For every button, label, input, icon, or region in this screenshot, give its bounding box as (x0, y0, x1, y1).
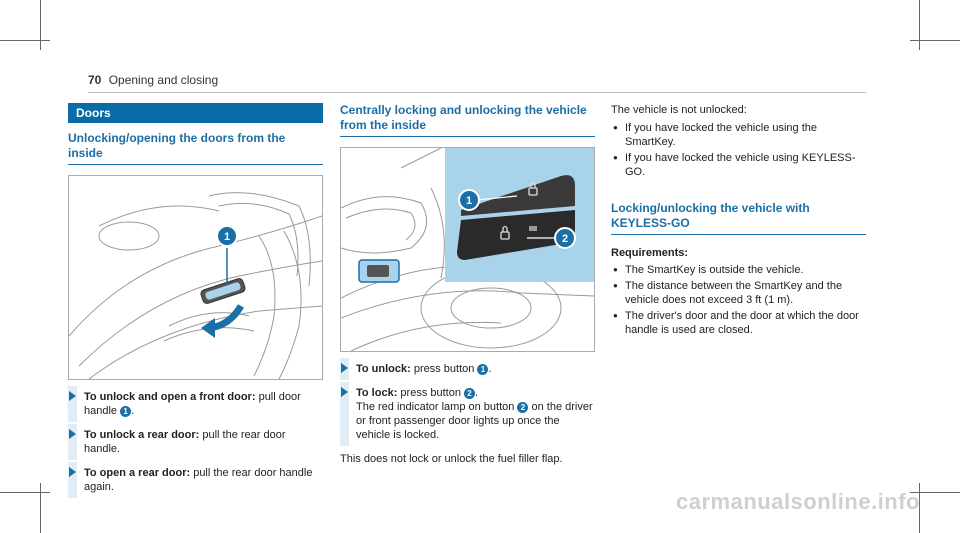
step-unlock: To unlock: press button 1. (340, 358, 595, 380)
door-interior-illustration: 1 (69, 192, 322, 379)
crop-mark (40, 483, 41, 533)
not-unlocked-intro: The vehicle is not unlocked: (611, 104, 747, 116)
page-number: 70 (88, 73, 102, 87)
step-text: pull the rear door handle again. (84, 467, 313, 493)
step-punct: . (488, 363, 492, 375)
arrow-icon (341, 387, 348, 397)
step-punct: . (475, 387, 479, 399)
step-text: press button (410, 363, 478, 375)
middle-column: Centrally locking and unlocking the vehi… (340, 103, 595, 466)
watermark: carmanualsonline.info (676, 489, 920, 514)
arrow-icon (69, 429, 76, 439)
step-text: pull the rear door handle. (84, 429, 286, 455)
step-detail: The red indicator lamp on button (356, 401, 518, 413)
section-name: Opening and closing (108, 73, 219, 87)
list-item: If you have locked the vehicle using the… (611, 121, 866, 149)
step-bold: To unlock: (356, 363, 411, 375)
not-unlocked-list: If you have locked the vehicle using the… (611, 121, 866, 179)
step-unlock-front: To unlock and open a front door: pull do… (68, 386, 323, 422)
crop-mark (910, 40, 960, 41)
requirements-label: Requirements: (611, 247, 689, 259)
figure-callout-1: 1 (466, 195, 472, 207)
doors-bar: Doors (68, 103, 323, 123)
step-text: pull door handle (84, 391, 301, 417)
crop-mark (0, 492, 50, 493)
crop-mark (919, 0, 920, 50)
step-open-rear: To open a rear door: pull the rear door … (68, 462, 323, 498)
arrow-icon (341, 363, 348, 373)
page-header: 70 Opening and closing (88, 73, 218, 87)
header-rule (88, 92, 866, 93)
callout-badge: 2 (464, 387, 476, 399)
central-lock-figure: 1 2 (340, 147, 595, 352)
crop-mark (0, 40, 50, 41)
step-bold: To unlock and open a front door: (84, 391, 256, 403)
figure-callout-1: 1 (224, 231, 230, 243)
step-lock: To lock: press button 2. The red indicat… (340, 382, 595, 446)
list-item: The distance between the SmartKey and th… (611, 279, 866, 307)
arrow-icon (69, 467, 76, 477)
middle-section-title: Centrally locking and unlocking the vehi… (340, 103, 595, 137)
crop-mark (40, 0, 41, 50)
step-detail: on the driver or front passenger door li… (356, 401, 593, 441)
fuel-flap-note: This does not lock or unlock the fuel fi… (340, 453, 563, 465)
right-column: The vehicle is not unlocked: If you have… (611, 103, 866, 337)
callout-badge: 2 (517, 401, 529, 413)
keyless-go-title: Locking/unlocking the vehicle with KEYLE… (611, 201, 866, 235)
left-section-title: Unlocking/opening the doors from the ins… (68, 131, 323, 165)
step-bold: To open a rear door: (84, 467, 191, 479)
crop-mark (919, 483, 920, 533)
list-item: The driver's door and the door at which … (611, 309, 866, 337)
list-item: If you have locked the vehicle using KEY… (611, 151, 866, 179)
list-item: The SmartKey is outside the vehicle. (611, 263, 866, 277)
left-column: Doors Unlocking/opening the doors from t… (68, 103, 323, 498)
step-unlock-rear: To unlock a rear door: pull the rear doo… (68, 424, 323, 460)
step-text: press button (397, 387, 465, 399)
callout-badge: 1 (120, 405, 132, 417)
step-punct: . (131, 405, 135, 417)
door-handle-figure: 1 (68, 175, 323, 380)
central-lock-illustration: 1 2 (341, 148, 594, 351)
step-bold: To unlock a rear door: (84, 429, 200, 441)
crop-mark (910, 492, 960, 493)
arrow-icon (69, 391, 76, 401)
requirements-list: The SmartKey is outside the vehicle. The… (611, 263, 866, 337)
figure-callout-2: 2 (562, 233, 568, 245)
callout-badge: 1 (477, 363, 489, 375)
step-bold: To lock: (356, 387, 398, 399)
